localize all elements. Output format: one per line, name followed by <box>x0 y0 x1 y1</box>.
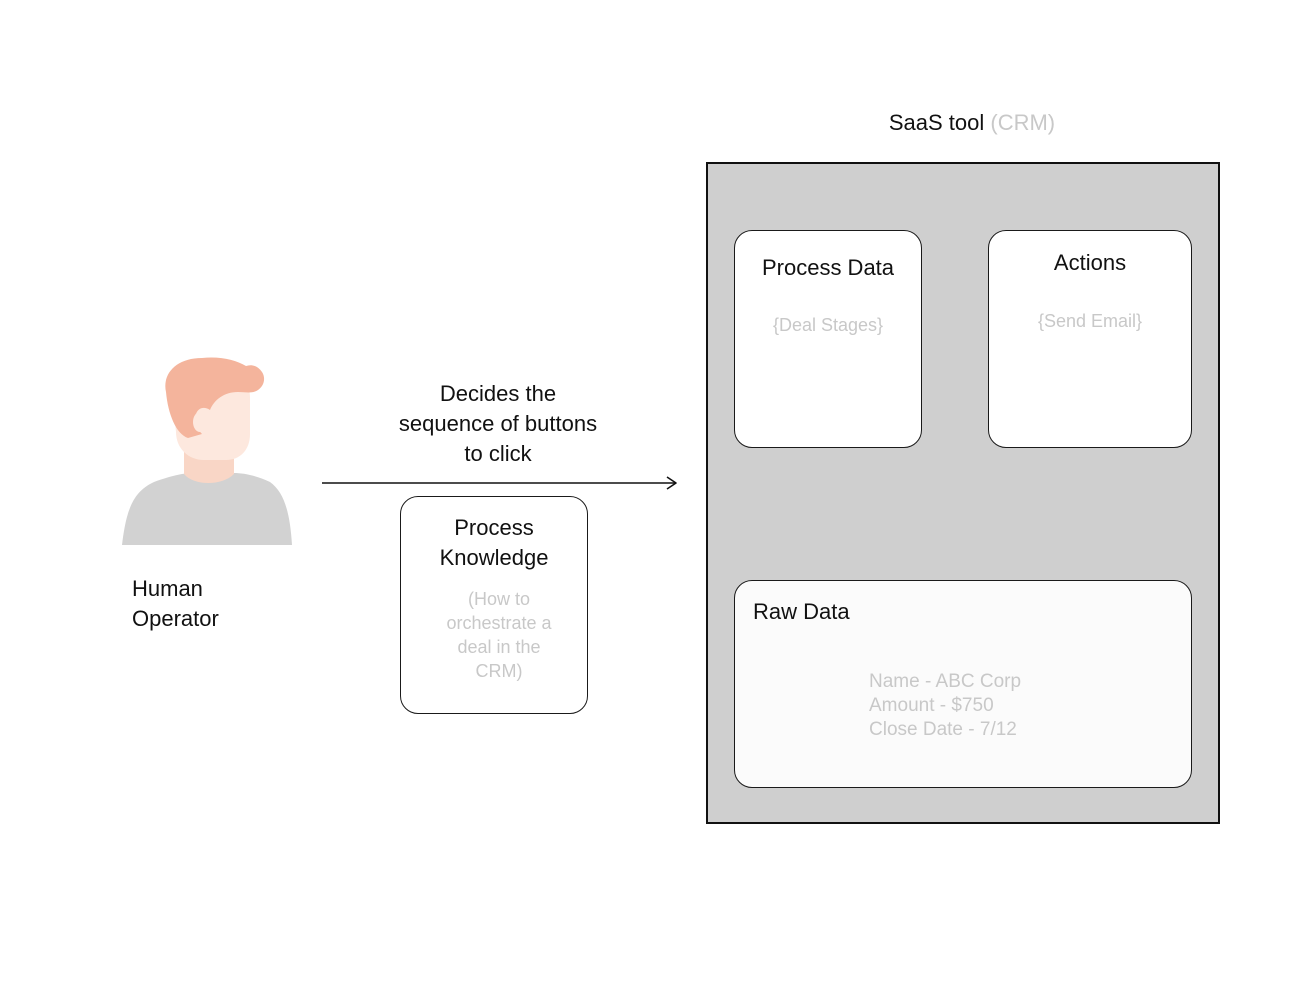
flow-label-line2: sequence of buttons <box>398 411 598 436</box>
human-operator-label-line2: Operator <box>132 606 219 631</box>
process-data-title: Process Data <box>761 255 895 280</box>
flow-arrow <box>322 476 677 490</box>
process-knowledge-description-line4: CRM) <box>475 661 523 681</box>
saas-tool-title-main: SaaS tool <box>888 110 985 135</box>
process-knowledge-description-line2: orchestrate a <box>446 613 552 633</box>
raw-data-title: Raw Data <box>753 599 850 624</box>
human-operator-label-line1: Human <box>132 576 203 601</box>
raw-data-line: Amount - $750 <box>869 695 994 716</box>
raw-data-card: Raw Data Name - ABC Corp Amount - $750 C… <box>734 580 1192 788</box>
process-data-card: Process Data {Deal Stages} <box>734 230 922 448</box>
flow-label: Decides the sequence of buttons to click <box>368 379 628 469</box>
actions-description: {Send Email} <box>1037 311 1143 331</box>
process-knowledge-title: Process Knowledge <box>401 513 587 573</box>
saas-tool-title: SaaS tool (CRM) <box>706 108 1238 138</box>
raw-data-line: Close Date - 7/12 <box>869 719 1017 740</box>
raw-data-line: Name - ABC Corp <box>869 671 1022 692</box>
process-knowledge-description-line1: (How to <box>467 589 530 609</box>
flow-label-line3: to click <box>464 441 532 466</box>
saas-tool-title-muted: (CRM) <box>990 110 1056 135</box>
process-knowledge-title-line2: Knowledge <box>439 545 549 570</box>
process-knowledge-card: Process Knowledge (How to orchestrate a … <box>400 496 588 714</box>
human-operator-icon <box>122 357 292 545</box>
human-operator-label: Human Operator <box>132 574 219 634</box>
process-knowledge-description: (How to orchestrate a deal in the CRM) <box>419 587 579 683</box>
flow-label-line1: Decides the <box>439 381 557 406</box>
process-knowledge-title-line1: Process <box>454 515 534 540</box>
process-knowledge-description-line3: deal in the <box>457 637 541 657</box>
raw-data-lines: Name - ABC Corp Amount - $750 Close Date… <box>869 670 1021 742</box>
process-data-description: {Deal Stages} <box>772 315 884 335</box>
actions-card: Actions {Send Email} <box>988 230 1192 448</box>
actions-title: Actions <box>1053 250 1127 275</box>
